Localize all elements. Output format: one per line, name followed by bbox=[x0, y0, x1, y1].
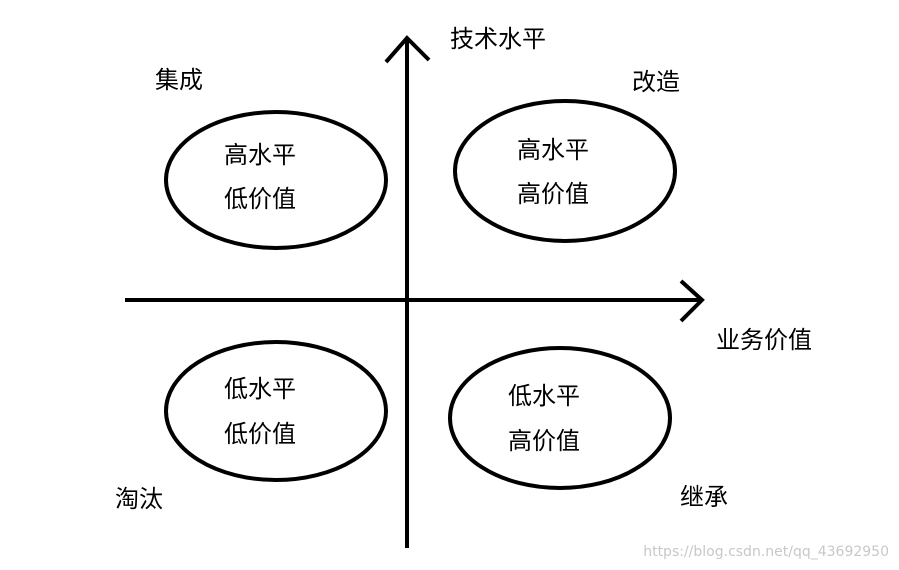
ellipse-top-right bbox=[453, 99, 677, 243]
ellipse-bottom-right-line2: 高价值 bbox=[508, 427, 580, 455]
ellipse-bottom-left-line1: 低水平 bbox=[224, 375, 296, 403]
ellipse-top-left-line2: 低价值 bbox=[224, 185, 296, 213]
quadrant-name-bottom-right: 继承 bbox=[680, 483, 728, 511]
y-axis-label: 技术水平 bbox=[450, 25, 546, 53]
watermark-text: https://blog.csdn.net/qq_43692950 bbox=[643, 544, 889, 560]
quadrant-name-bottom-left: 淘汰 bbox=[115, 485, 163, 513]
x-axis-arrowhead bbox=[679, 279, 705, 323]
y-axis-arrowhead bbox=[384, 35, 431, 64]
ellipse-top-left bbox=[164, 110, 388, 250]
ellipse-top-left-line1: 高水平 bbox=[224, 141, 296, 169]
quadrant-name-top-right: 改造 bbox=[632, 68, 680, 96]
ellipse-top-right-line2: 高价值 bbox=[517, 180, 589, 208]
quadrant-name-top-left: 集成 bbox=[155, 66, 203, 94]
ellipse-bottom-right bbox=[448, 346, 672, 490]
ellipse-top-right-line1: 高水平 bbox=[517, 136, 589, 164]
ellipse-bottom-left-line2: 低价值 bbox=[224, 420, 296, 448]
ellipse-bottom-left bbox=[164, 340, 388, 482]
ellipse-bottom-right-line1: 低水平 bbox=[508, 382, 580, 410]
x-axis-label: 业务价值 bbox=[716, 326, 812, 354]
